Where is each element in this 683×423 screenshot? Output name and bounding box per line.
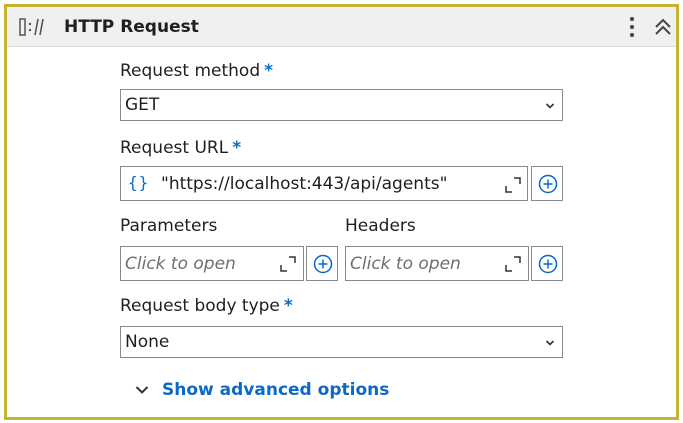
request-body-type-select[interactable]: None	[120, 326, 563, 358]
headers-label: Headers	[345, 216, 416, 236]
chevron-down-icon	[545, 340, 555, 346]
chevrons-up-icon[interactable]	[652, 15, 674, 39]
expression-icon[interactable]: {}	[128, 173, 150, 192]
more-vertical-icon[interactable]	[624, 13, 640, 41]
request-method-value: GET	[125, 95, 160, 115]
request-body-type-label-text: Request body type	[120, 296, 280, 316]
chevron-down-icon	[545, 103, 555, 109]
parameters-input[interactable]: Click to open	[120, 246, 304, 281]
add-circle-icon	[538, 174, 558, 194]
headers-placeholder: Click to open	[350, 254, 461, 274]
add-header-button[interactable]	[531, 246, 563, 281]
expand-icon[interactable]	[504, 255, 522, 273]
chevron-down-icon	[135, 386, 149, 394]
show-advanced-options-label[interactable]: Show advanced options	[162, 380, 390, 400]
headers-input[interactable]: Click to open	[345, 246, 529, 281]
request-method-select[interactable]: GET	[120, 89, 563, 121]
required-marker: *	[283, 296, 293, 316]
parameters-placeholder: Click to open	[125, 254, 236, 274]
request-url-label: Request URL*	[120, 137, 241, 159]
add-circle-icon	[538, 254, 558, 274]
request-method-label-text: Request method	[120, 61, 261, 81]
http-request-card: HTTP Request Request method* GET Request…	[4, 4, 679, 420]
request-url-input[interactable]: {} "https://localhost:443/api/agents"	[120, 166, 528, 201]
request-method-label: Request method*	[120, 60, 273, 82]
http-request-icon	[19, 18, 44, 36]
card-title: HTTP Request	[64, 17, 199, 37]
add-parameter-button[interactable]	[306, 246, 338, 281]
add-circle-icon	[313, 254, 333, 274]
required-marker: *	[232, 138, 242, 158]
expand-icon[interactable]	[504, 176, 522, 194]
required-marker: *	[264, 61, 273, 81]
request-url-label-text: Request URL	[120, 138, 229, 158]
request-body-type-label: Request body type*	[120, 295, 293, 317]
add-url-button[interactable]	[531, 166, 563, 201]
parameters-label: Parameters	[120, 216, 218, 236]
request-body-type-value: None	[125, 332, 170, 352]
card-header: HTTP Request	[7, 7, 676, 47]
expand-icon[interactable]	[279, 255, 297, 273]
request-url-value: "https://localhost:443/api/agents"	[161, 174, 448, 194]
